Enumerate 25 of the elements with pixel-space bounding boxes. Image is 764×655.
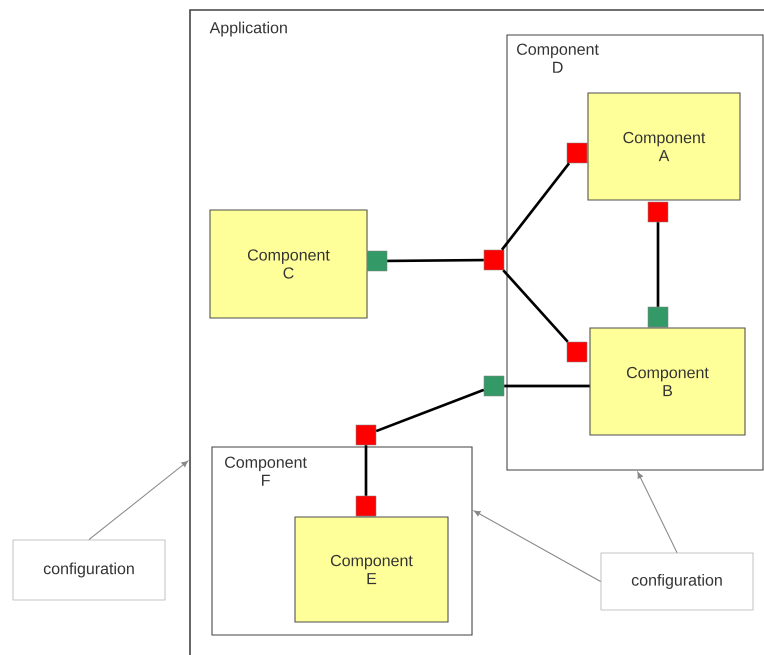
component-box: Component A bbox=[587, 92, 741, 201]
port-square bbox=[648, 306, 668, 328]
port-square bbox=[484, 376, 504, 396]
note-box: configuration bbox=[12, 540, 166, 600]
connector-line bbox=[387, 258, 484, 262]
connector-line bbox=[656, 222, 660, 307]
port-square bbox=[484, 250, 504, 270]
arrow bbox=[88, 460, 188, 540]
port-square bbox=[356, 424, 376, 446]
arrow bbox=[474, 510, 601, 582]
connector-line bbox=[364, 445, 368, 496]
component-box: Component E bbox=[294, 516, 449, 623]
port-square bbox=[566, 342, 588, 362]
connector-line bbox=[376, 388, 484, 432]
port-square bbox=[366, 250, 388, 272]
connector-line bbox=[500, 162, 570, 251]
port-square bbox=[566, 142, 588, 164]
port-square bbox=[648, 202, 668, 222]
component-box: Component C bbox=[209, 209, 368, 319]
component-box: Component B bbox=[589, 327, 746, 436]
connector-line bbox=[502, 269, 569, 343]
note-box: configuration bbox=[600, 552, 754, 610]
arrow bbox=[637, 472, 678, 553]
port-square bbox=[356, 496, 376, 516]
connector-line bbox=[504, 384, 590, 388]
